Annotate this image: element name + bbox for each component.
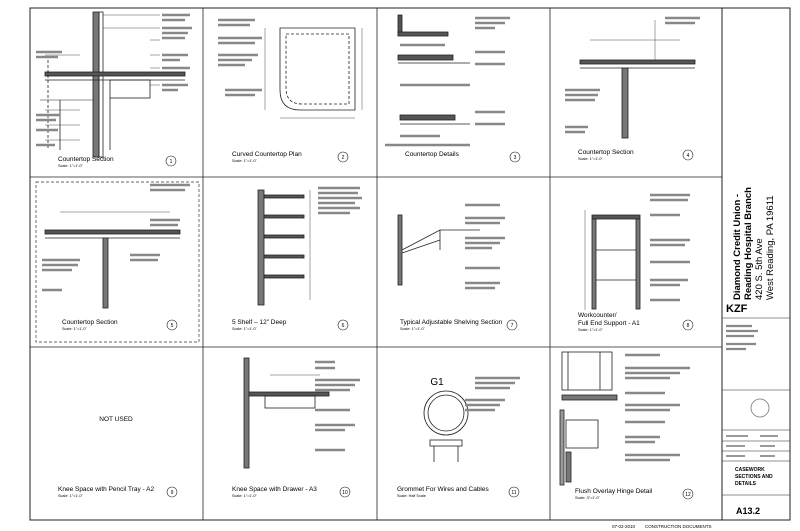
panel-9-title: Knee Space with Pencil Tray - A2: [58, 486, 154, 493]
panel-11-number: 11: [511, 490, 516, 496]
panel-11-title: Grommet For Wires and Cables: [397, 486, 489, 493]
detail-marker: [682, 488, 694, 500]
panel-2-title: Curved Countertop Plan: [232, 151, 302, 158]
sheet-number: A13.2: [736, 506, 760, 516]
panel-4-number: 4: [687, 153, 690, 159]
panel-6-title: 5 Shelf – 12" Deep: [232, 319, 287, 326]
drawing-panel-4: [565, 16, 700, 139]
project-line-2: Reading Hospital Branch: [743, 187, 754, 300]
panel-12-scale: Scale: 3"=1'-0": [575, 496, 600, 500]
drawing-panel-8: [584, 193, 690, 310]
project-line-4: West Reading, PA 19611: [765, 195, 776, 300]
drawing-panel-1: [36, 11, 192, 158]
panel-4-scale: Scale: 1"=1'-0": [578, 157, 603, 161]
footer-date: 07-02-2010: [612, 524, 636, 529]
panel-9-scale: Scale: 1"=1'-0": [58, 494, 83, 498]
panel-1-number: 1: [170, 159, 173, 165]
panel-1-scale: Scale: 1"=1'-0": [58, 164, 83, 168]
panel-8-number: 8: [687, 323, 690, 329]
professional-seal: [750, 398, 770, 418]
drawing-panel-10: [243, 357, 360, 469]
panel-10-title: Knee Space with Drawer - A3: [232, 486, 317, 493]
sheet-title-line-2: SECTIONS AND: [735, 474, 773, 480]
detail-marker: [508, 486, 520, 498]
panel-5-dashed-border: [35, 181, 200, 343]
panel-9-number: 9: [171, 490, 174, 496]
sheet-title-line-1: CASEWORK: [735, 467, 765, 473]
drawing-panel-11: [423, 376, 520, 462]
panel-6-number: 6: [342, 323, 345, 329]
project-name-block: Diamond Credit Union - Reading Hospital …: [732, 187, 776, 300]
detail-marker: [506, 319, 518, 331]
panel-7-title: Typical Adjustable Shelving Section: [400, 319, 503, 326]
grommet-tag: G1: [430, 377, 444, 388]
panel-6-scale: Scale: 1"=1'-0": [232, 327, 257, 331]
revision-rows: [726, 435, 778, 457]
panel-7-scale: Scale: 1"=1'-0": [400, 327, 425, 331]
title-block: Diamond Credit Union - Reading Hospital …: [722, 187, 790, 516]
panel-1-title: Countertop Section: [58, 156, 114, 163]
panel-12-title: Flush Overlay Hinge Detail: [575, 488, 653, 495]
drawing-panel-7: [397, 203, 505, 290]
detail-marker: [165, 155, 177, 167]
project-line-1: Diamond Credit Union -: [732, 194, 743, 300]
panel-10-scale: Scale: 1"=1'-0": [232, 494, 257, 498]
detail-marker: [337, 319, 349, 331]
panel-5-number: 5: [171, 323, 174, 329]
detail-marker: [682, 319, 694, 331]
panel-4-title: Countertop Section: [578, 149, 634, 156]
panel-8-title-line2: Full End Support - A1: [578, 320, 640, 327]
detail-marker: [339, 486, 351, 498]
detail-marker: [166, 319, 178, 331]
detail-marker: [682, 149, 694, 161]
not-used-label: NOT USED: [99, 416, 133, 423]
project-line-3: 420 S. 5th Ave: [754, 238, 765, 300]
panel-3-number: 3: [514, 155, 517, 161]
drawing-panel-2: [218, 18, 363, 119]
sheet-title-line-3: DETAILS: [735, 481, 757, 487]
panel-12-number: 12: [685, 492, 691, 498]
panel-11-scale: Scale: Half Scale: [397, 494, 426, 498]
drawing-panel-3: [385, 14, 510, 147]
footer-status: CONSTRUCTION DOCUMENTS: [645, 524, 712, 529]
panel-3-title: Countertop Details: [405, 151, 460, 158]
panel-5-title: Countertop Section: [62, 319, 118, 326]
detail-marker: [166, 486, 178, 498]
panel-8-scale: Scale: 1"=1'-0": [578, 328, 603, 332]
drawing-panel-6: [257, 186, 362, 306]
panel-5-scale: Scale: 1"=1'-0": [62, 327, 87, 331]
firm-logo: KZF: [726, 303, 748, 315]
panel-7-number: 7: [511, 323, 514, 329]
panel-grid: [30, 8, 722, 520]
panel-2-scale: Scale: 1"=1'-0": [232, 159, 257, 163]
firm-address-lines: [726, 324, 758, 351]
detail-marker: [509, 151, 521, 163]
sheet-border: [29, 7, 791, 521]
panel-8-title: Workcounter/: [578, 312, 617, 319]
panel-labels: Countertop Section Scale: 1"=1'-0" 1 Cur…: [58, 149, 694, 500]
panel-2-number: 2: [342, 155, 345, 161]
panel-10-number: 10: [342, 490, 348, 496]
drawing-panel-5: [42, 183, 190, 309]
detail-marker: [337, 151, 349, 163]
drawing-panel-12: [559, 351, 690, 486]
